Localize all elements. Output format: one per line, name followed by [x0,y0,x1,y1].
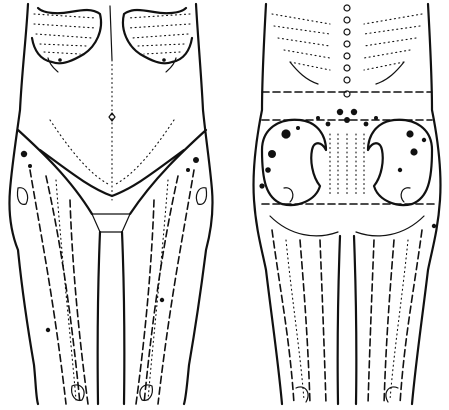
acupoint [337,109,343,115]
acupoint [186,168,190,172]
front-inner-leg-right [122,232,124,404]
front-hip-right [196,188,206,205]
vertebra [344,41,350,47]
acupoint [316,116,320,120]
back-meridian-left-inner [300,240,310,404]
back-knee-left [296,387,308,402]
back-view [253,4,440,404]
vertebra [344,65,350,71]
acupoint [162,58,166,62]
vertebra [344,5,350,11]
back-leg-dots [286,240,408,400]
back-meridian-right-outer [400,230,422,404]
acupoint [58,58,62,62]
acupoint [374,116,378,120]
acupoint [364,122,369,127]
spine [344,5,350,97]
gluteal-fold-left [270,216,338,236]
acupoint [296,126,300,130]
back-knee-right [386,387,398,402]
front-pelvis-left [18,130,92,214]
back-rib-dots-right [364,14,422,70]
buttock-left [262,120,326,205]
back-meridian-right-center [368,240,374,404]
front-abdomen-dots [50,120,174,185]
acupoint [398,168,402,172]
sacrum-dots [330,134,364,196]
front-leg-dots [56,180,168,400]
acupoint [432,224,436,228]
acupoint [268,150,276,158]
back-lumbar-points [316,109,378,127]
acupoint [46,328,50,332]
back-inner-leg-right [354,236,356,404]
front-meridian-right-inner [136,200,154,404]
front-sternum [110,6,112,60]
acupoint [351,109,357,115]
front-nipple-left [48,58,58,72]
back-meridian-left-center [320,240,326,404]
back-meridian-right-inner [384,240,394,404]
front-pelvis-right [130,130,206,214]
front-view [9,4,212,404]
acupoint [410,148,417,155]
acupoint [193,157,199,163]
back-hip-mark-left [284,188,293,202]
back-meridian-left-outer [272,230,294,404]
back-rib-dots-left [272,14,330,70]
acupoint [326,122,331,127]
back-buttock-points [259,126,436,228]
acupoint [21,151,27,157]
vertebra [344,17,350,23]
front-rib-lines-right [128,14,190,54]
front-crotch [92,214,130,232]
front-hip-left [17,188,27,205]
acupoint [281,129,290,138]
buttock-right [368,120,432,205]
front-meridian-left-inner [70,200,88,404]
acupoint [422,138,426,142]
back-inner-leg-left [338,236,340,404]
acupoint [160,298,164,302]
front-nipple-right [166,58,176,72]
front-rib-lines-left [34,14,96,54]
gluteal-fold-right [356,216,424,236]
vertebra [344,29,350,35]
front-inner-leg-left [98,232,100,404]
acupoint [406,130,413,137]
acupoint [28,164,32,168]
acupoint [344,117,350,123]
vertebra [344,77,350,83]
acupoint [259,183,264,188]
back-hip-mark-right [401,188,410,202]
acupoint [265,167,271,173]
vertebra [344,53,350,59]
